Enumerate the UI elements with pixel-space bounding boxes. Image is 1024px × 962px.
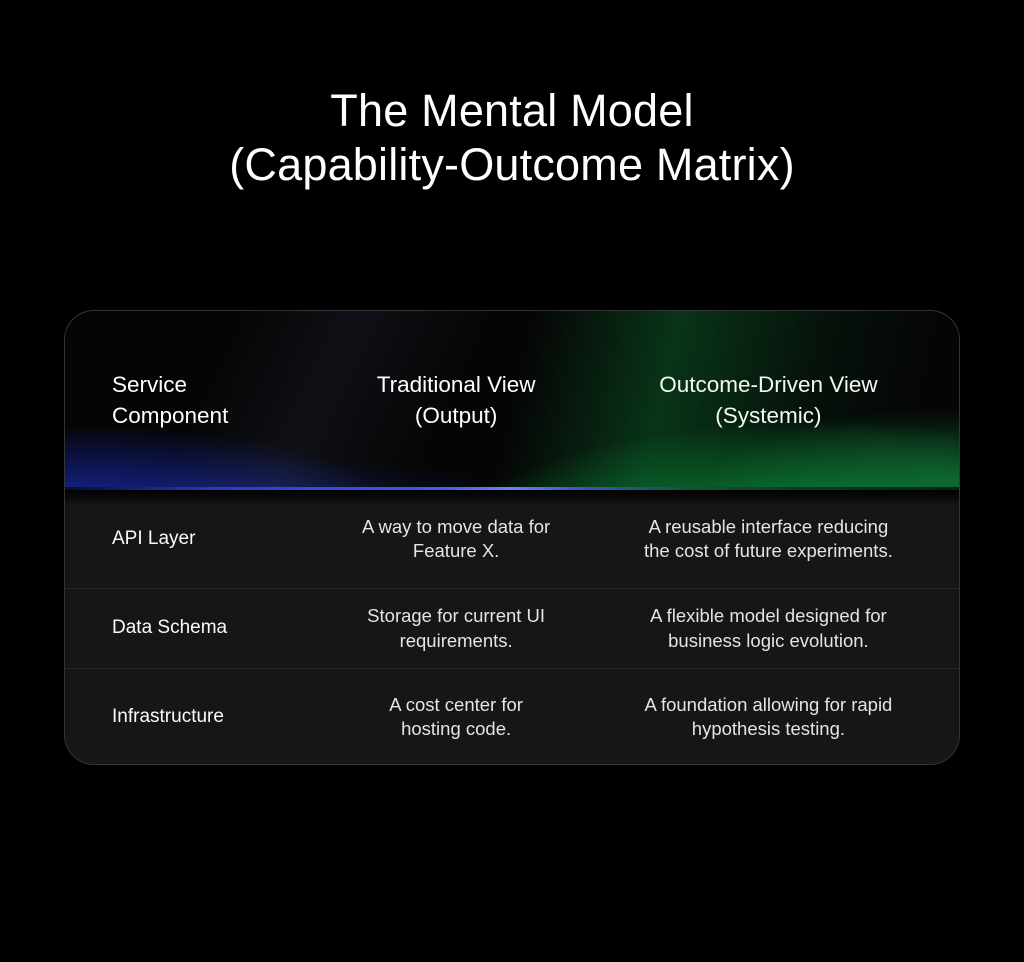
- table-row-api-layer: API Layer A way to move data for Feature…: [65, 490, 959, 588]
- table-body: API Layer A way to move data for Feature…: [65, 490, 959, 764]
- outcome-view-cell: A reusable interface reducing the cost o…: [643, 515, 893, 561]
- column-header-service-component: Service Component: [112, 372, 229, 428]
- column-header-traditional-view: Traditional View (Output): [376, 372, 536, 428]
- row-label: Infrastructure: [112, 705, 224, 727]
- table-row-infrastructure: Infrastructure A cost center for hosting…: [65, 668, 959, 764]
- traditional-view-cell: Storage for current UI requirements.: [367, 605, 546, 651]
- traditional-view-cell: A cost center for hosting code.: [389, 693, 523, 739]
- capability-outcome-matrix-card: Service Component Traditional View (Outp…: [64, 310, 960, 765]
- traditional-view-cell: A way to move data for Feature X.: [362, 515, 551, 561]
- page-title: The Mental Model (Capability-Outcome Mat…: [229, 85, 795, 190]
- outcome-view-cell: A foundation allowing for rapid hypothes…: [644, 693, 893, 739]
- column-header-outcome-driven-view: Outcome-Driven View (Systemic): [659, 372, 878, 428]
- outcome-view-cell: A flexible model designed for business l…: [650, 605, 887, 651]
- table-header-row: Service Component Traditional View (Outp…: [65, 311, 959, 490]
- row-label: API Layer: [112, 527, 196, 549]
- row-label: Data Schema: [112, 617, 228, 639]
- table-row-data-schema: Data Schema Storage for current UI requi…: [65, 588, 959, 668]
